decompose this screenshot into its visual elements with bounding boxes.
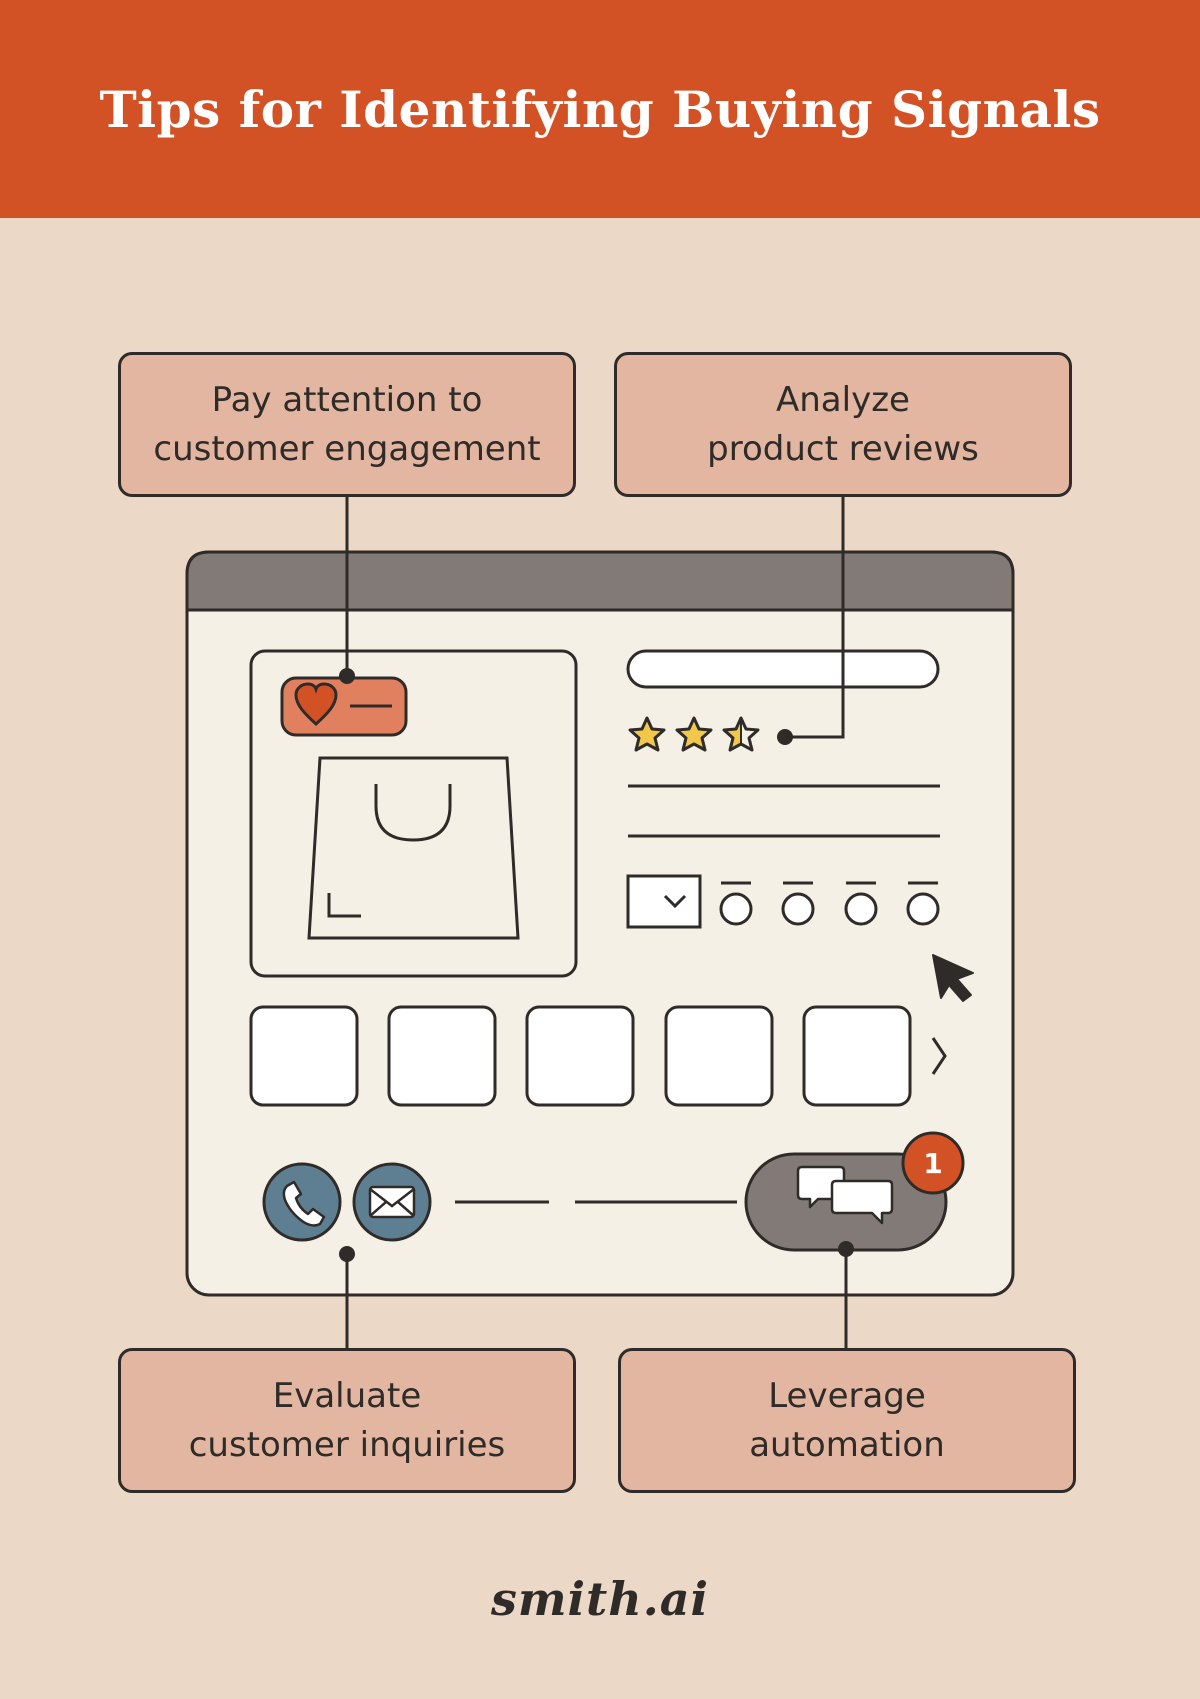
like-chip[interactable] (280, 676, 408, 737)
option-radio[interactable] (719, 881, 753, 926)
star-half-fill (724, 718, 741, 750)
product-title-bar (626, 649, 940, 689)
chevron-down-icon (663, 894, 687, 909)
connector-engagement (339, 497, 355, 684)
option-radio[interactable] (781, 881, 815, 926)
header-banner: Tips for Identifying Buying Signals (0, 0, 1200, 218)
mail-icon (368, 1185, 416, 1219)
callout-line: customer engagement (153, 428, 541, 469)
thumbnail[interactable] (664, 1005, 774, 1107)
callout-line: Pay attention to (211, 379, 483, 420)
callout-line: Analyze (776, 379, 910, 420)
window-title-bar (185, 550, 1015, 612)
star-icon (675, 716, 713, 752)
chat-icon (796, 1165, 894, 1225)
connector-reviews (777, 497, 845, 745)
thumbnail[interactable] (802, 1005, 912, 1107)
callout-line: Leverage (768, 1375, 926, 1416)
thumbnail[interactable] (387, 1005, 497, 1107)
cursor-icon (932, 954, 974, 1002)
phone-icon (282, 1180, 326, 1227)
callout-line: Evaluate (272, 1375, 422, 1416)
shopping-bag-icon (307, 756, 520, 940)
notification-badge: 1 (901, 1131, 965, 1195)
callout-line: customer inquiries (188, 1424, 506, 1465)
heart-icon (294, 682, 338, 727)
notification-count: 1 (923, 1147, 942, 1180)
star-icon (628, 716, 666, 752)
callout-customer-inquiries: Evaluate customer inquiries (118, 1348, 576, 1493)
callout-customer-engagement: Pay attention to customer engagement (118, 352, 576, 497)
size-dropdown[interactable] (626, 874, 702, 929)
connector-automation (838, 1241, 854, 1348)
phone-button[interactable] (262, 1162, 342, 1242)
option-radio[interactable] (844, 881, 878, 926)
rating-stars (628, 716, 760, 752)
chat-button[interactable] (744, 1152, 948, 1252)
thumbnail[interactable] (525, 1005, 635, 1107)
smith-ai-logo: smith.ai (490, 1572, 710, 1626)
callout-line: product reviews (707, 428, 979, 469)
callout-product-reviews: Analyze product reviews (614, 352, 1072, 497)
thumbnail[interactable] (249, 1005, 359, 1107)
connector-inquiries (339, 1246, 355, 1348)
chevron-right-icon[interactable] (931, 1037, 947, 1075)
callout-automation: Leverage automation (618, 1348, 1076, 1493)
option-radio[interactable] (906, 881, 940, 926)
page-title: Tips for Identifying Buying Signals (99, 79, 1101, 139)
callout-line: automation (749, 1424, 945, 1465)
email-button[interactable] (352, 1162, 432, 1242)
